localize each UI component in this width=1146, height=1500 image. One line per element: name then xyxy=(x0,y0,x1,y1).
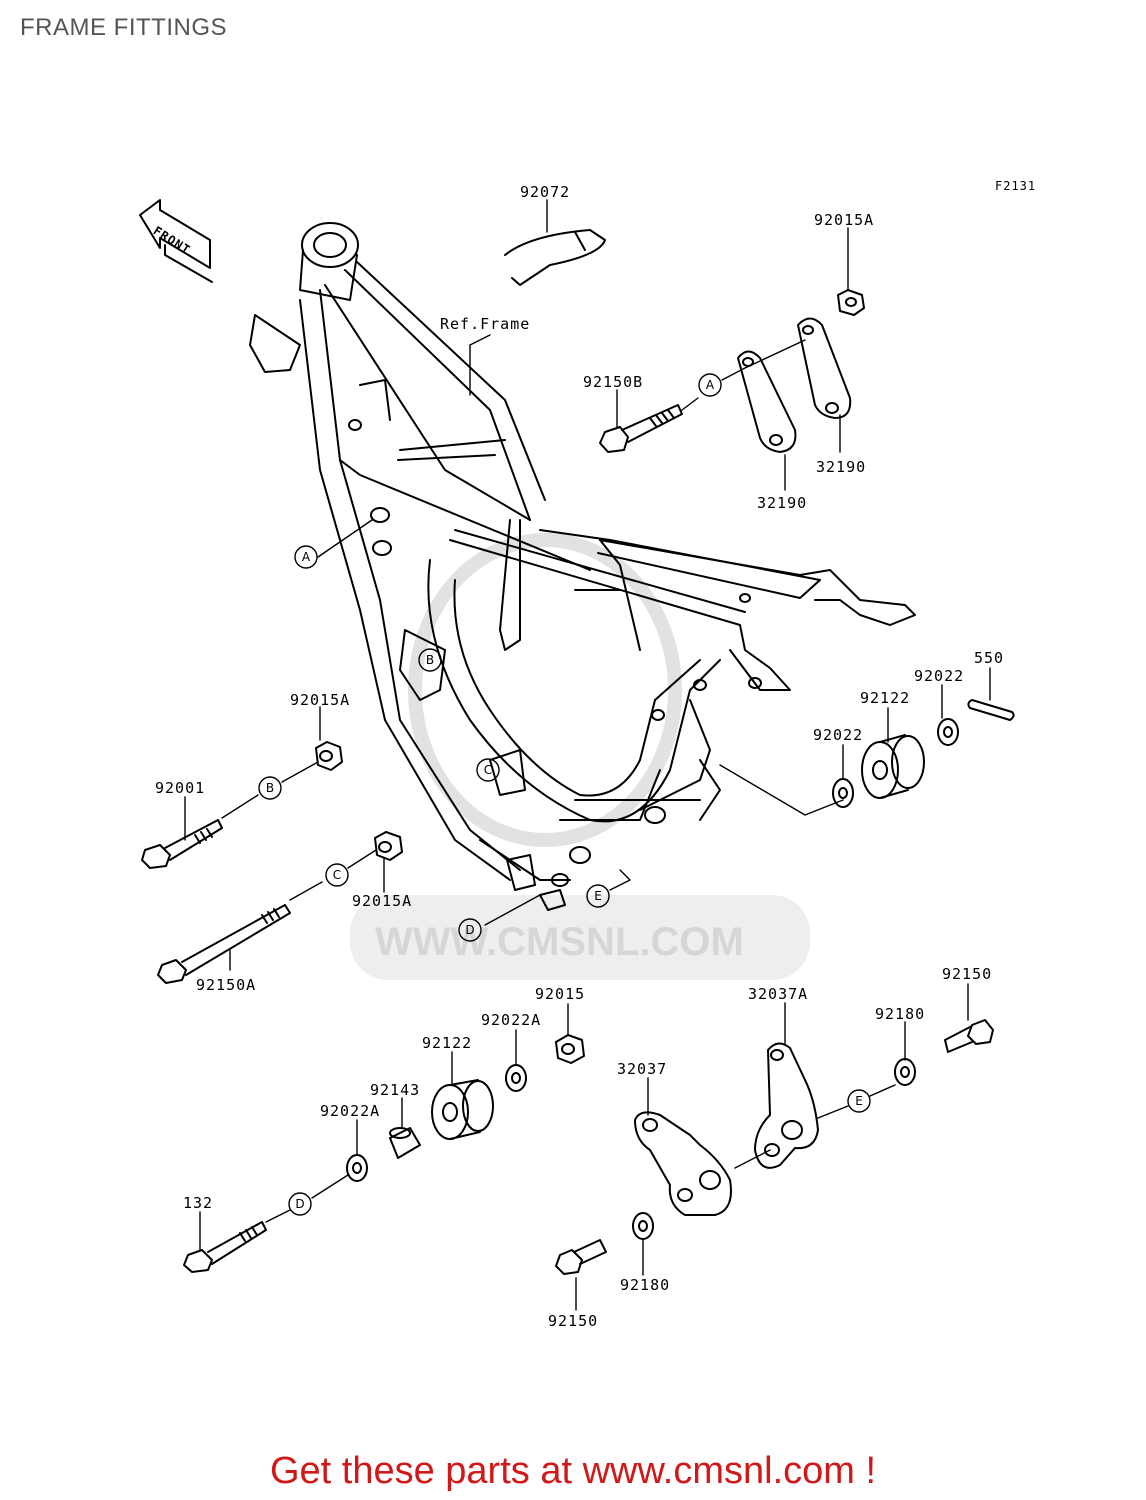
label-92150A: 92150A xyxy=(196,976,256,994)
label-32190-a: 32190 xyxy=(816,458,866,476)
part-92072-strap xyxy=(504,229,606,286)
label-92015A-mid: 92015A xyxy=(352,892,412,910)
nut-92015 xyxy=(555,1034,585,1064)
washer-92022A-b xyxy=(346,1154,368,1182)
washer-92022A-a xyxy=(505,1064,527,1092)
motorcycle-frame xyxy=(249,222,916,911)
watermark-text: WWW.CMSNL.COM xyxy=(375,920,744,964)
label-92022-top: 92022 xyxy=(914,667,964,685)
callout-letters: A A B B C C D D E E xyxy=(266,378,863,1211)
callout-b: B xyxy=(426,653,434,667)
bolt-92150A xyxy=(157,904,291,984)
label-550: 550 xyxy=(974,649,1004,667)
label-32037A: 32037A xyxy=(748,985,808,1003)
callout-c: C xyxy=(484,763,492,777)
bracket-32037 xyxy=(634,1111,732,1216)
footer-banner[interactable]: Get these parts at www.cmsnl.com ! xyxy=(269,1450,877,1492)
callout-a: A xyxy=(302,550,311,564)
bracket-32190-pair xyxy=(737,317,852,453)
collar-92143 xyxy=(389,1127,421,1159)
bolt-92150-b xyxy=(555,1239,607,1275)
label-92150B: 92150B xyxy=(583,373,643,391)
label-132: 132 xyxy=(183,1194,213,1212)
callout-d: D xyxy=(295,1197,304,1211)
label-92180-a: 92180 xyxy=(875,1005,925,1023)
label-92150-b: 92150 xyxy=(548,1312,598,1330)
bolt-92150-a xyxy=(944,1019,994,1053)
diagram-code: F2131 xyxy=(995,179,1036,193)
callout-c: C xyxy=(333,868,341,882)
label-92015A-left: 92015A xyxy=(290,691,350,709)
ref-frame-label: Ref.Frame xyxy=(440,315,530,333)
label-92022A-a: 92022A xyxy=(481,1011,541,1029)
callout-e: E xyxy=(855,1094,863,1108)
label-92022-mid: 92022 xyxy=(813,726,863,744)
label-92072: 92072 xyxy=(520,183,570,201)
nut-92015A-left xyxy=(315,741,343,771)
label-92122-bottom: 92122 xyxy=(422,1034,472,1052)
washer-92022-top xyxy=(937,718,959,746)
bushing-92122-bottom xyxy=(431,1079,494,1140)
label-92150-a: 92150 xyxy=(942,965,992,983)
bolt-132 xyxy=(183,1221,267,1273)
watermark: WWW.CMSNL.COM xyxy=(350,533,810,980)
callout-circles xyxy=(258,373,871,1216)
bolt-92001 xyxy=(141,819,223,869)
label-32037: 32037 xyxy=(617,1060,667,1078)
front-arrow-icon xyxy=(139,199,213,283)
bracket-32037A xyxy=(754,1042,819,1169)
washer-92022-mid xyxy=(832,778,854,808)
callout-b: B xyxy=(266,781,274,795)
callout-e: E xyxy=(594,889,602,903)
label-92143: 92143 xyxy=(370,1081,420,1099)
label-92015: 92015 xyxy=(535,985,585,1003)
label-32190-b: 32190 xyxy=(757,494,807,512)
bolt-92150B xyxy=(599,404,683,453)
page-title: FRAME FITTINGS xyxy=(20,14,227,41)
washer-92180-a xyxy=(894,1058,916,1086)
washer-92180-b xyxy=(632,1212,654,1240)
label-92022A-b: 92022A xyxy=(320,1102,380,1120)
label-92180-b: 92180 xyxy=(620,1276,670,1294)
cotter-pin-550 xyxy=(967,699,1015,721)
front-label: FRONT xyxy=(151,224,193,258)
label-92001: 92001 xyxy=(155,779,205,797)
callout-d: D xyxy=(465,923,474,937)
label-92122-top: 92122 xyxy=(860,689,910,707)
label-92015A-top: 92015A xyxy=(814,211,874,229)
nut-92015A-top xyxy=(837,289,865,316)
nut-92015A-mid xyxy=(374,831,403,861)
callout-a: A xyxy=(706,378,715,392)
leader-lines xyxy=(184,199,991,1311)
bushing-92122-top xyxy=(861,734,925,799)
part-labels: F2131 FRONT 92072 92015A Ref.Frame 92150… xyxy=(151,179,1036,1330)
